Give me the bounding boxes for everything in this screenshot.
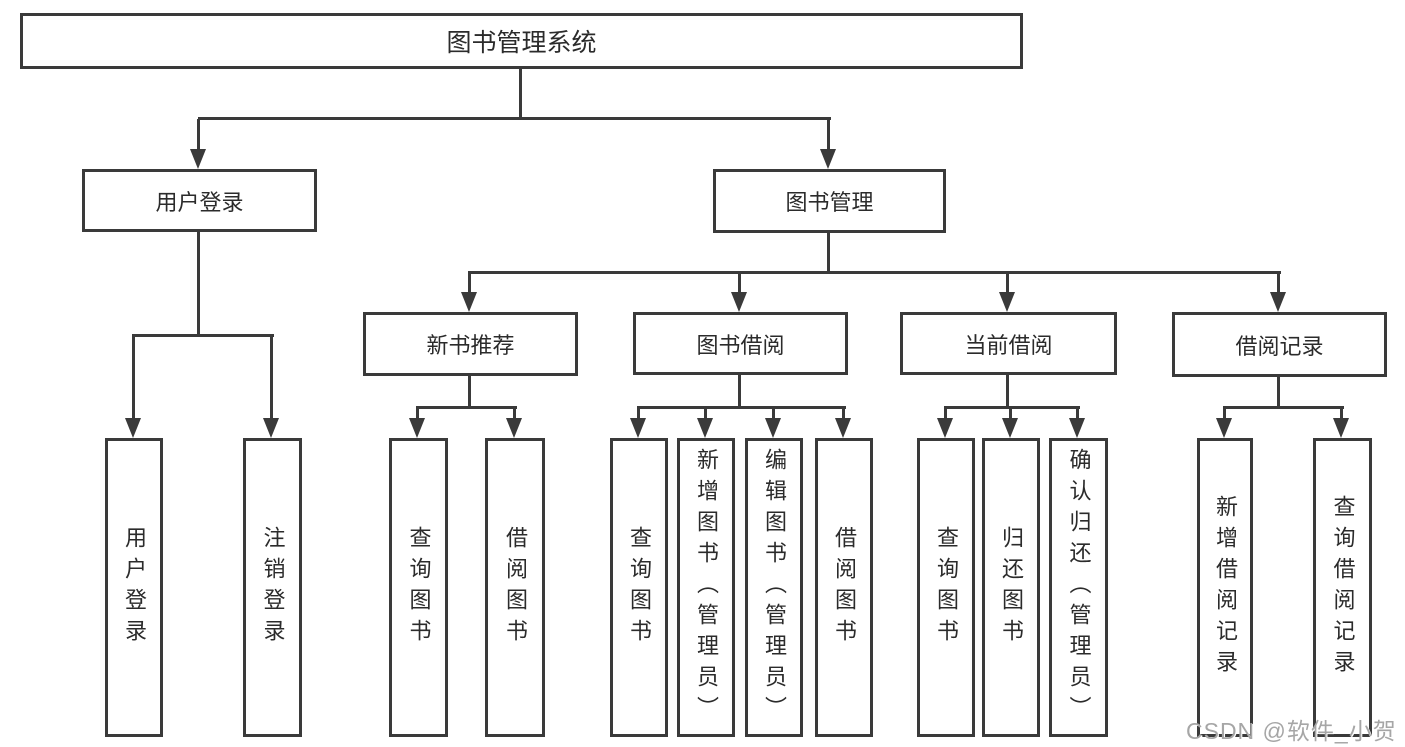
leaf-borrow-query-books: 查询图书: [610, 438, 668, 737]
leaf-current-return-books: 归还图书: [982, 438, 1040, 737]
arrow-to-book-borrow: [731, 271, 747, 312]
leaf-records-add-record: 新增借阅记录: [1197, 438, 1253, 737]
arrow-to-book-mgmt: [820, 119, 836, 169]
leaf-borrow-borrow-books: 借阅图书: [815, 438, 873, 737]
arrow-to-borrow-edit-books: [765, 406, 781, 438]
leaf-current-query-books: 查询图书: [917, 438, 975, 737]
node-current-borrow: 当前借阅: [900, 312, 1117, 375]
connector-new-book-rec-branch: [417, 406, 517, 409]
connector-user-login-branch: [133, 334, 274, 337]
arrow-to-current-confirm-return: [1069, 406, 1085, 438]
leaf-borrow-add-books-admin: 新增图书（管理员）: [677, 438, 735, 737]
arrow-to-borrow-records: [1270, 271, 1286, 312]
node-new-book-rec: 新书推荐: [363, 312, 578, 376]
node-book-borrow: 图书借阅: [633, 312, 848, 375]
leaf-newrec-borrow-books: 借阅图书: [485, 438, 545, 737]
arrow-to-records-add-record: [1216, 406, 1232, 438]
arrow-to-records-query-record: [1333, 406, 1349, 438]
node-borrow-records: 借阅记录: [1172, 312, 1387, 377]
connector-borrow-records-stem: [1277, 377, 1280, 409]
arrow-to-new-book-rec: [461, 271, 477, 312]
connector-root-stem: [519, 69, 522, 119]
connector-new-book-rec-stem: [468, 376, 471, 409]
node-root: 图书管理系统: [20, 13, 1023, 69]
connector-borrow-records-branch: [1224, 406, 1344, 409]
connector-current-borrow-stem: [1006, 375, 1009, 409]
connector-book-borrow-stem: [738, 375, 741, 409]
leaf-user-login: 用户登录: [105, 438, 163, 737]
node-book-mgmt: 图书管理: [713, 169, 946, 233]
arrow-to-borrow-query-books: [630, 406, 646, 438]
leaf-current-confirm-return-admin: 确认归还（管理员）: [1049, 438, 1108, 737]
leaf-logout: 注销登录: [243, 438, 302, 737]
leaf-records-query-record: 查询借阅记录: [1313, 438, 1372, 737]
arrow-to-newrec-borrow-books: [506, 406, 522, 438]
connector-level3-branch: [469, 271, 1281, 274]
connector-user-login-stem: [197, 232, 200, 337]
connector-book-borrow-branch: [638, 406, 846, 409]
connector-level2-branch: [198, 117, 831, 120]
arrow-to-borrow-add-books: [697, 406, 713, 438]
connector-book-mgmt-stem: [827, 233, 830, 274]
leaf-borrow-edit-books-admin: 编辑图书（管理员）: [745, 438, 803, 737]
csdn-watermark: CSDN @软件_小贺同学: [1186, 718, 1397, 744]
leaf-newrec-query-books: 查询图书: [389, 438, 448, 737]
arrow-to-current-return-books: [1002, 406, 1018, 438]
connector-current-borrow-branch: [945, 406, 1080, 409]
arrow-to-current-query-books: [937, 406, 953, 438]
arrow-to-borrow-borrow-books: [835, 406, 851, 438]
arrow-to-leaf-logout: [263, 334, 279, 438]
arrow-to-current-borrow: [999, 271, 1015, 312]
arrow-to-newrec-query-books: [409, 406, 425, 438]
node-user-login: 用户登录: [82, 169, 317, 232]
arrow-to-leaf-user-login: [125, 334, 141, 438]
arrow-to-user-login: [190, 119, 206, 169]
